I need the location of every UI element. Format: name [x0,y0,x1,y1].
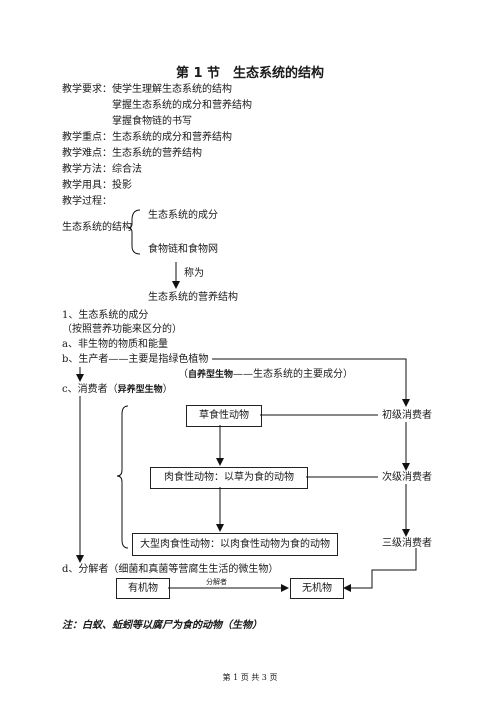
process: 教学过程： [62,196,112,207]
method: 教学方法：综合法 [62,164,142,175]
goal-item-2: 掌握生态系统的成分和营养结构 [112,100,252,111]
footnote: 注：白蚁、蚯蚓等以腐尸为食的动物（生物） [62,620,262,631]
secondary-consumer: 次级消费者 [382,472,432,483]
primary-consumer: 初级消费者 [382,410,432,421]
producer-link [212,358,410,407]
component-b: b、生产者——主要是指绿色植物 [62,354,209,365]
goals-label: 教学要求： [62,84,112,95]
key-points: 教学重点：生态系统的成分和营养结构 [62,132,232,143]
consumer-brace [116,405,129,549]
page-footer: 第 1 页 共 3 页 [222,673,278,682]
autotroph-rest: ——生态系统的主要成分） [233,369,354,380]
structure-result: 生态系统的营养结构 [148,292,238,303]
herbivore-box: 草食性动物 [186,405,262,427]
top-carnivore-box: 大型肉食性动物：以肉食性动物为食的动物 [132,533,338,556]
goal-item-1: 使学生理解生态系统的结构 [112,84,232,95]
component-c-suffix: ） [162,384,173,395]
component-a: a、非生物的物质和能量 [62,339,168,350]
tertiary-consumer: 三级消费者 [382,538,432,549]
component-b-sub: （自养型生物——生态系统的主要成分） [178,369,354,380]
tools: 教学用具：投影 [62,180,132,191]
page-title: 第 1 节 生态系统的结构 [175,66,325,81]
autotroph-label: 自养型生物 [188,370,234,380]
component-d: d、分解者（细菌和真菌等营腐生生活的微生物） [62,564,279,575]
component-c: c、消费者（异养型生物） [62,384,173,396]
difficulty: 教学难点：生态系统的营养结构 [62,148,202,159]
structure-root: 生态系统的结构 [62,222,132,233]
structure-called: 称为 [184,268,204,279]
goal-item-3: 掌握食物链的书写 [112,116,192,127]
structure-chains: 食物链和食物网 [148,244,218,255]
decomposer-label: 分解者 [206,578,227,586]
structure-components: 生态系统的成分 [148,210,218,221]
section-note: （按照营养功能来区分的） [62,324,182,335]
heterotroph-label: 异养型生物 [117,385,163,395]
component-c-prefix: c、消费者（ [62,384,118,395]
structure-brace [127,209,141,255]
section-heading: 1、生态系统的成分 [62,310,149,321]
right-return-line [343,548,417,592]
carnivore-box: 肉食性动物：以草为食的动物 [150,467,308,489]
